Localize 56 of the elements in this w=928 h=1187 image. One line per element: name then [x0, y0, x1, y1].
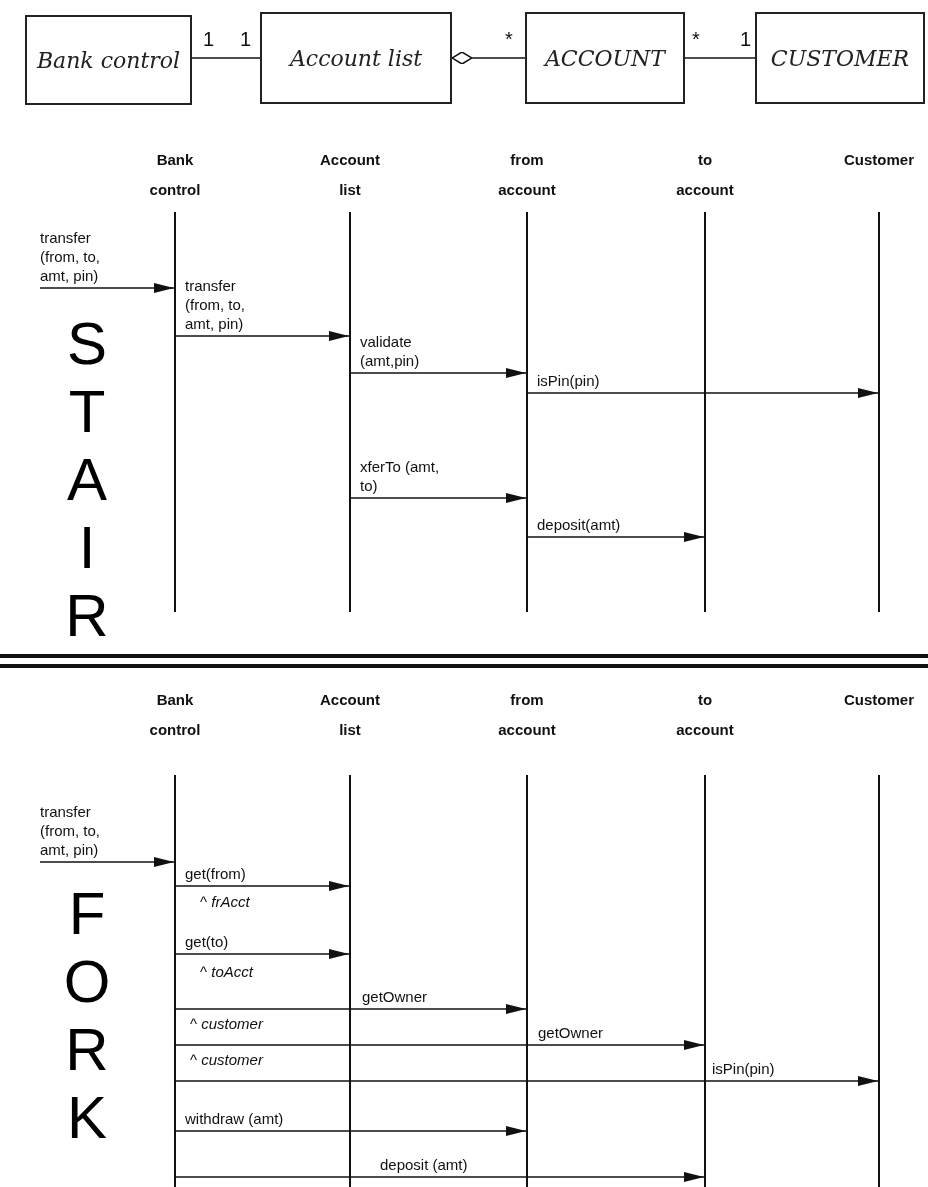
message-label: transfer (from, to, amt, pin) — [40, 228, 101, 285]
participant-name: Customer — [844, 690, 914, 710]
message-label: isPin(pin) — [712, 1059, 776, 1078]
message-label: getOwner — [362, 987, 429, 1006]
multiplicity: * — [505, 28, 513, 51]
message-arrow — [39, 283, 175, 293]
multiplicity: 1 — [203, 28, 215, 51]
return-value: ^ customer — [190, 1014, 263, 1033]
class-box: ACCOUNT — [525, 12, 685, 104]
participant-name: Bank control — [148, 150, 202, 200]
multiplicity: * — [692, 28, 700, 51]
participant-name: to account — [675, 690, 735, 740]
participant-name: Bank control — [148, 690, 202, 740]
message-arrow — [174, 881, 350, 891]
message-label: get(to) — [185, 932, 230, 951]
message-arrow — [526, 532, 705, 542]
message-label: xferTo (amt, to) — [360, 457, 440, 495]
return-value: ^ customer — [190, 1050, 263, 1069]
participant-name: from account — [497, 150, 557, 200]
message-label: withdraw (amt) — [185, 1109, 285, 1128]
message-label: deposit(amt) — [537, 515, 622, 534]
participant-name: to account — [675, 150, 735, 200]
pattern-name: FORK — [62, 880, 112, 1152]
message-arrow — [174, 1040, 705, 1050]
message-label: deposit (amt) — [380, 1155, 469, 1174]
message-arrow — [174, 1076, 879, 1086]
pattern-name: STAIR — [64, 310, 110, 650]
message-arrow — [174, 1126, 527, 1136]
message-arrow — [174, 949, 350, 959]
message-arrow — [39, 857, 175, 867]
participant-name: Account list — [319, 150, 381, 200]
message-arrow — [174, 331, 350, 341]
multiplicity: 1 — [240, 28, 252, 51]
class-box: Bank control — [25, 15, 192, 105]
association-line — [451, 51, 526, 65]
message-label: transfer (from, to, amt, pin) — [185, 276, 246, 333]
message-arrow — [174, 1172, 705, 1182]
association-line — [191, 57, 261, 59]
message-label: getOwner — [538, 1023, 605, 1042]
return-value: ^ frAcct — [200, 892, 250, 911]
multiplicity: 1 — [740, 28, 752, 51]
message-label: get(from) — [185, 864, 247, 883]
participant-name: Account list — [319, 690, 381, 740]
message-arrow — [349, 493, 527, 503]
message-label: validate (amt,pin) — [360, 332, 421, 370]
message-arrow — [174, 1004, 527, 1014]
participant-name: from account — [497, 690, 557, 740]
class-box: CUSTOMER — [755, 12, 925, 104]
message-arrow — [526, 388, 879, 398]
message-label: isPin(pin) — [537, 371, 601, 390]
association-line — [684, 57, 756, 59]
participant-name: Customer — [844, 150, 914, 170]
return-value: ^ toAcct — [200, 962, 253, 981]
class-box: Account list — [260, 12, 452, 104]
message-label: transfer (from, to, amt, pin) — [40, 802, 101, 859]
message-arrow — [349, 368, 527, 378]
